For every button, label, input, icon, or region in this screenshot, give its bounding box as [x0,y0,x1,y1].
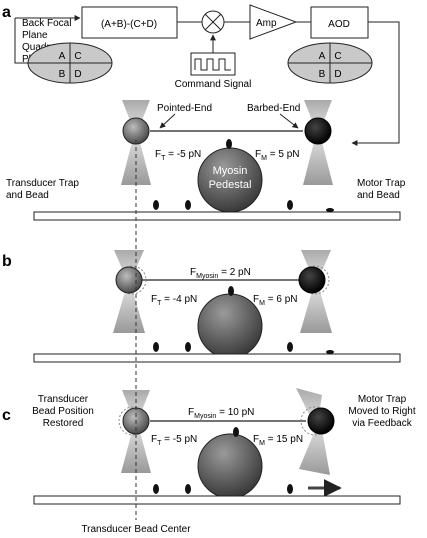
force-motor-c: FM = 15 pN [253,434,303,447]
transducer-restored-line2: Bead Position [32,406,94,417]
quad-a-left: A [59,51,66,62]
myosin-heads-c [153,427,293,494]
transducer-bead-center-label: Transducer Bead Center [81,524,191,535]
motor-trap-label-line2: and Bead [357,190,400,201]
barbed-end-label: Barbed-End [247,103,300,114]
quadrant-photodiode-left: A C B D [27,42,113,84]
coverslip-b [33,353,401,363]
sum-box-label: (A+B)-(C+D) [101,19,157,30]
motor-bead-c [307,407,335,435]
quad-b-left: B [59,69,66,80]
motor-moved-line3: via Feedback [352,418,412,429]
transducer-bead-b [115,266,143,294]
myosin-heads-a [153,139,334,212]
quad-d-left: D [74,69,81,80]
transducer-trap-label-line1: Transducer Trap [6,178,79,189]
myosin-heads-b [153,286,334,354]
coverslip-c [33,495,401,505]
amp-label: Amp [256,18,277,29]
pedestal-label-line1: Myosin [213,165,248,177]
command-signal-box [190,52,236,76]
motor-moved-line2: Moved to Right [348,406,415,417]
motor-trap-label-line1: Motor Trap [357,178,406,189]
aod-box: AOD [310,6,369,39]
transducer-trap-label-line2: and Bead [6,190,49,201]
motor-moved-line1: Motor Trap [358,394,407,405]
motor-trap-beam-b [300,250,332,333]
quadrant-photodiode-right: A C B D [287,42,373,84]
comparator-icon [201,10,225,34]
panel-label-b: b [2,253,12,270]
pedestal-label-line2: Pedestal [209,179,252,191]
transducer-bead-ghost-b [117,265,147,295]
motor-bead-ghost-b [300,265,330,295]
quad-c-left: C [74,51,81,62]
force-myosin-b: FMyosin = 2 pN [190,267,251,280]
quad-c-right: C [334,51,341,62]
force-motor-b: FM = 6 pN [253,294,297,307]
force-motor-a: FM = 5 pN [255,149,299,162]
command-signal-label: Command Signal [175,79,252,90]
quad-b-right: B [319,69,326,80]
photodiode-label-line2: Plane [22,30,48,41]
force-myosin-c: FMyosin = 10 pN [188,407,254,420]
myosin-pedestal-b [197,293,263,359]
motor-trap-beam-a [303,100,333,185]
photodiode-label-line1: Back Focal [22,18,71,29]
motor-bead-a [304,117,332,145]
quad-a-right: A [319,51,326,62]
myosin-pedestal-c [197,433,263,499]
sum-box: (A+B)-(C+D) [81,6,178,39]
motor-bead-b [298,266,326,294]
quad-d-right: D [334,69,341,80]
force-transducer-c: FT = -5 pN [151,434,197,447]
transducer-restored-line1: Transducer [38,394,89,405]
coverslip-a [33,211,401,221]
transducer-trap-beam-b [113,250,145,333]
aod-label: AOD [328,19,350,30]
amp-triangle: Amp [249,4,298,40]
panel-label-a: a [2,4,11,21]
force-transducer-a: FT = -5 pN [155,149,201,162]
panel-label-c: c [2,407,11,424]
force-transducer-b: FT = -4 pN [151,294,197,307]
transducer-restored-line3: Restored [43,418,84,429]
pointed-end-label: Pointed-End [157,103,212,114]
